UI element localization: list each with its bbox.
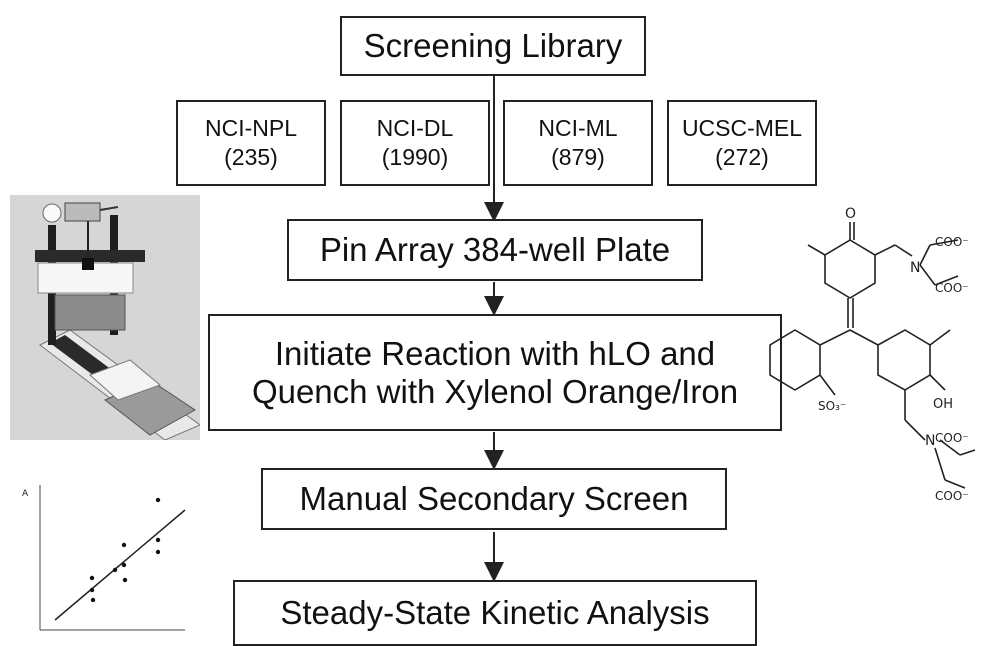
library-box-nci-ml: NCI-ML (879) [503,100,653,186]
initiate-reaction-box: Initiate Reaction with hLO and Quench wi… [208,314,782,431]
pin-array-box: Pin Array 384-well Plate [287,219,703,281]
library-count: (272) [715,144,769,170]
kinetic-analysis-box: Steady-State Kinetic Analysis [233,580,757,646]
initiate-line-2: Quench with Xylenol Orange/Iron [251,372,739,410]
library-box-ucsc-mel: UCSC-MEL (272) [667,100,817,186]
pin-array-robot-image [10,195,200,440]
screening-library-box: Screening Library [340,16,646,76]
library-count: (879) [551,144,605,170]
kinetic-analysis-label: Steady-State Kinetic Analysis [280,594,710,632]
library-name: NCI-ML [538,115,618,142]
library-box-nci-npl: NCI-NPL (235) [176,100,326,186]
library-box-nci-dl: NCI-DL (1990) [340,100,490,186]
library-name: NCI-NPL [204,115,297,142]
library-count: (1990) [381,144,449,170]
screening-library-label: Screening Library [363,27,623,65]
library-count: (235) [224,144,278,170]
secondary-screen-label: Manual Secondary Screen [299,480,689,518]
library-name: NCI-DL [376,115,454,142]
library-name: UCSC-MEL [681,115,803,142]
initiate-line-1: Initiate Reaction with hLO and [274,334,716,372]
secondary-screen-box: Manual Secondary Screen [261,468,727,530]
pin-array-label: Pin Array 384-well Plate [319,231,671,269]
